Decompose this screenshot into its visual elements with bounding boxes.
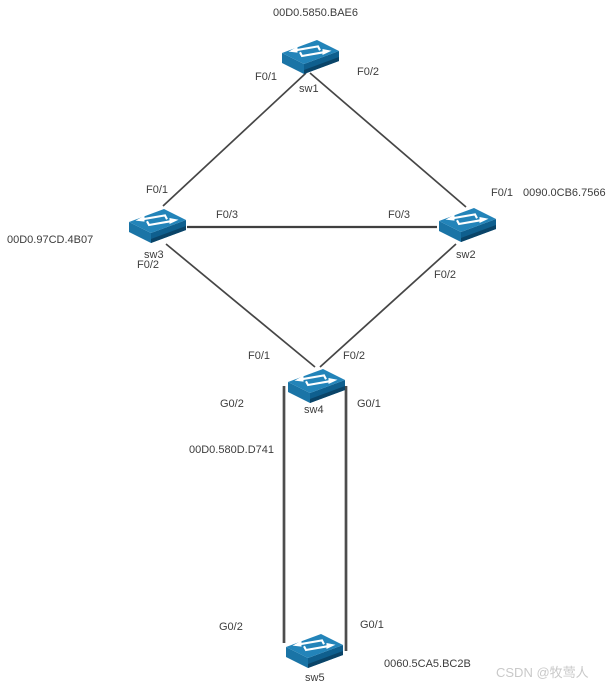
port-label-sw5-g0-1: G0/1 <box>360 619 384 631</box>
port-label-sw3-f0-3: F0/3 <box>216 209 239 221</box>
port-label-sw3-f0-1: F0/1 <box>146 184 169 196</box>
port-label-sw2-f0-1: F0/1 <box>491 187 514 199</box>
link-sw2-sw4[interactable] <box>319 243 457 368</box>
port-label-sw3-f0-2: F0/2 <box>137 259 160 271</box>
mac-label-sw5: 0060.5CA5.BC2B <box>384 658 471 670</box>
port-label-sw1-f0-2: F0/2 <box>357 66 380 78</box>
device-sw2[interactable] <box>437 207 497 242</box>
device-name-sw1: sw1 <box>299 83 319 95</box>
switch-icon <box>284 633 344 668</box>
port-label-sw5-g0-2: G0/2 <box>219 621 243 633</box>
switch-icon <box>437 207 497 242</box>
port-label-sw4-g0-2: G0/2 <box>220 398 244 410</box>
mac-label-sw1: 00D0.5850.BAE6 <box>273 7 359 19</box>
switch-icon <box>280 39 340 74</box>
port-label-sw4-f0-1: F0/1 <box>248 350 271 362</box>
link-sw1-sw2[interactable] <box>309 72 467 208</box>
link-sw3-sw4[interactable] <box>165 243 316 368</box>
port-label-sw1-f0-1: F0/1 <box>255 71 278 83</box>
port-label-sw4-f0-2: F0/2 <box>343 350 366 362</box>
port-label-sw4-g0-1: G0/1 <box>357 398 381 410</box>
device-name-sw4: sw4 <box>304 404 324 416</box>
device-name-sw3: sw3 <box>144 249 164 261</box>
mac-label-sw4: 00D0.580D.D741 <box>189 444 275 456</box>
mac-label-sw3: 00D0.97CD.4B07 <box>7 234 94 246</box>
mac-label-sw2: 0090.0CB6.7566 <box>523 187 606 199</box>
device-name-sw5: sw5 <box>305 672 325 684</box>
switch-icon <box>286 368 346 403</box>
port-label-sw2-f0-3: F0/3 <box>388 209 411 221</box>
device-sw5[interactable] <box>284 633 344 668</box>
switch-icon <box>127 208 187 243</box>
device-name-sw2: sw2 <box>456 249 476 261</box>
port-label-sw2-f0-2: F0/2 <box>434 269 457 281</box>
csdn-watermark: CSDN @牧莺人 <box>496 665 589 680</box>
link-sw1-sw3[interactable] <box>162 72 307 207</box>
device-sw3[interactable] <box>127 208 187 243</box>
device-sw1[interactable] <box>280 39 340 74</box>
device-sw4[interactable] <box>286 368 346 403</box>
